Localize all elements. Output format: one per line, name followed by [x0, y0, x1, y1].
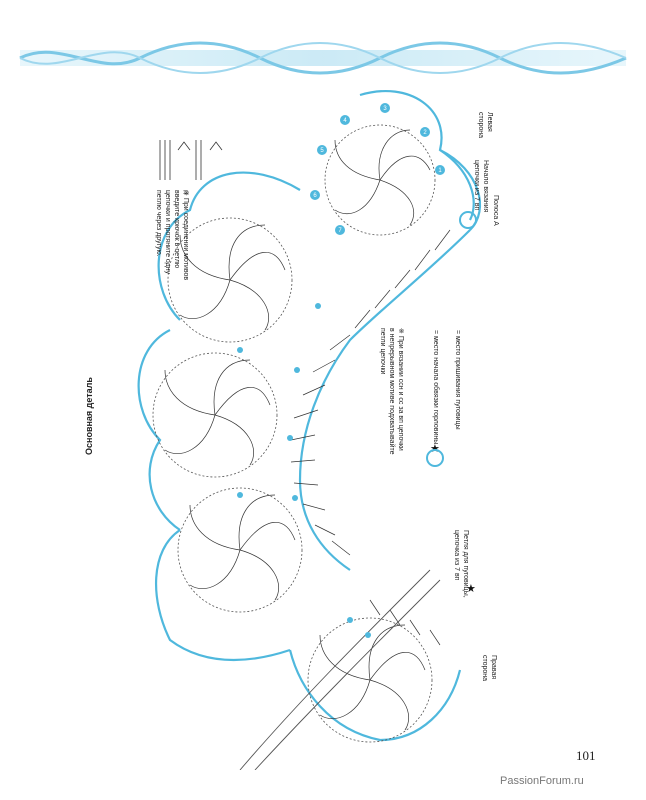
join-note-line-2: введите крючок в петлю — [173, 190, 180, 269]
join-note-line-4: петлю через другую. — [155, 190, 162, 257]
button-circle-icon — [426, 449, 444, 467]
join-note-line-1: При соединении мотивов — [182, 197, 189, 281]
chain-note-line-2: в непрерывном мотиве подхватывайте — [388, 328, 395, 455]
legend-star: = место начала обвязки горловины — [431, 330, 440, 444]
start-chain-line-2: цепочки из 7 вп — [473, 160, 480, 211]
button-loop-line-1: Петля для пуговицы, — [462, 530, 469, 598]
cut-line — [239, 569, 441, 770]
join-note-line-3: цепочки и протяните одну — [164, 190, 171, 275]
strip-a-text: Полоса А — [492, 195, 499, 226]
neckline-strip — [290, 229, 451, 556]
crochet-collar-diagram: 1 2 3 4 5 6 7 ★ ★ = — [137, 89, 482, 770]
marker-2: 2 — [423, 130, 427, 136]
right-side-label: Правая сторона — [480, 655, 498, 681]
strip-start-circle — [459, 211, 477, 229]
legend-star-text: = место начала обвязки горловины — [432, 330, 439, 445]
symbol-strip: = — [159, 140, 223, 197]
left-side-label: Левая сторона — [476, 112, 494, 138]
strip-a-label: Полоса А — [491, 195, 500, 226]
marker-4: 4 — [343, 118, 347, 124]
motif-3 — [152, 352, 278, 478]
motif-2 — [167, 217, 293, 343]
chain-note-line-3: петли цепочки — [379, 328, 386, 375]
right-side-line-2: сторона — [481, 655, 488, 682]
start-chain-label: Начало вязания цепочки из 7 вп — [472, 160, 490, 212]
motif-1 — [324, 124, 436, 236]
marker-6: 6 — [313, 193, 317, 199]
join-motifs-note: ※ При соединении мотивов введите крючок … — [155, 190, 189, 281]
legend-circle-text: = место пришивания пуговицы — [454, 330, 461, 430]
motif-5 — [307, 617, 433, 743]
right-side-line-1: Правая — [490, 655, 497, 680]
marker-1: 1 — [438, 168, 442, 174]
chain-note-line-1: При вязании ссн и сс за вп цепочки — [397, 335, 404, 451]
marker-5: 5 — [320, 148, 324, 154]
button-loop-line-2: цепочка из 7 вп — [453, 530, 460, 581]
section-title: Основная деталь — [84, 377, 94, 455]
blue-dot-markers — [237, 303, 371, 638]
motif-number-markers: 1 2 3 4 5 6 7 — [310, 103, 445, 235]
marker-3: 3 — [383, 106, 387, 112]
left-side-line-2: сторона — [477, 112, 484, 139]
lower-strip — [369, 599, 441, 646]
start-star-icon: ★ — [466, 583, 476, 595]
legend-circle: = место пришивания пуговицы — [453, 330, 462, 430]
marker-7: 7 — [338, 228, 342, 234]
svg-text:=: = — [183, 187, 188, 197]
left-side-line-1: Левая — [486, 112, 493, 132]
neckline-edge — [298, 229, 471, 571]
page-number: 101 — [576, 748, 596, 763]
button-loop-label: Петля для пуговицы, цепочка из 7 вп — [452, 530, 470, 598]
motif-4 — [177, 487, 303, 613]
outer-scallop-border — [137, 89, 482, 742]
chain-note: ※ При вязании ссн и сс за вп цепочки в н… — [379, 328, 404, 455]
decorative-border — [19, 41, 627, 75]
watermark: PassionForum.ru — [500, 775, 584, 787]
start-chain-line-1: Начало вязания — [482, 160, 489, 213]
